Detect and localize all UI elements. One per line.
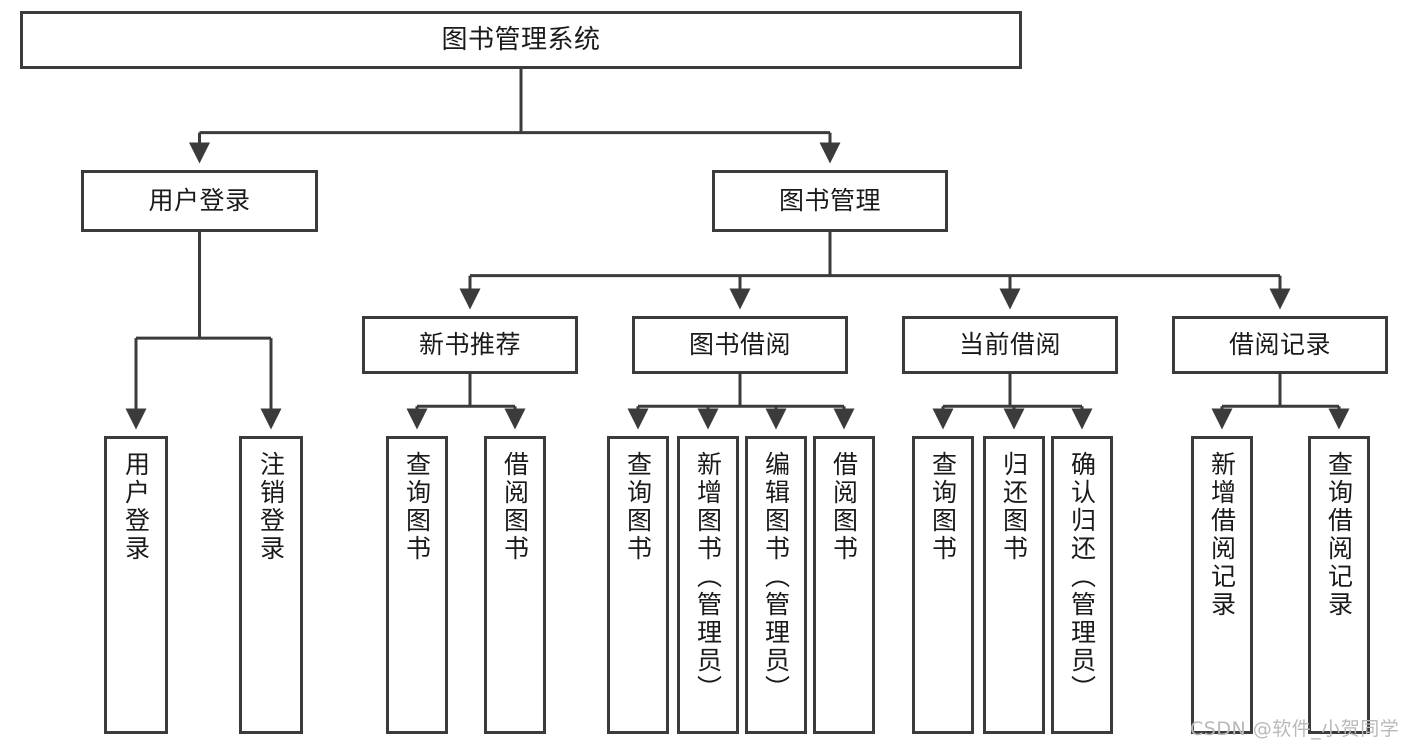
node-leaf-return-book[interactable]: 归还图书 [983,436,1045,734]
node-root-label: 图书管理系统 [441,24,601,55]
node-leaf-edit-book[interactable]: 编辑图书（管理员） [745,436,807,734]
node-leaf-logout-label: 注销登录 [256,451,286,563]
node-leaf-query-book-3-label: 查询图书 [928,451,958,563]
node-leaf-confirm-return[interactable]: 确认归还（管理员） [1051,436,1113,734]
node-leaf-query-book-3[interactable]: 查询图书 [912,436,974,734]
node-new-book-recommendation-label: 新书推荐 [418,330,521,360]
node-leaf-query-book-2-label: 查询图书 [623,451,653,563]
node-leaf-confirm-return-label: 确认归还（管理员） [1067,451,1097,703]
node-book-borrow[interactable]: 图书借阅 [632,316,848,374]
node-leaf-query-borrow-record[interactable]: 查询借阅记录 [1308,436,1370,734]
node-leaf-user-login-label: 用户登录 [121,451,151,563]
node-current-borrow[interactable]: 当前借阅 [902,316,1118,374]
node-book-manage[interactable]: 图书管理 [712,170,948,232]
node-leaf-query-book-2[interactable]: 查询图书 [607,436,669,734]
node-borrow-record[interactable]: 借阅记录 [1172,316,1388,374]
node-leaf-borrow-book-2-label: 借阅图书 [829,451,859,563]
node-leaf-query-book-1-label: 查询图书 [402,451,432,563]
node-current-borrow-label: 当前借阅 [958,330,1061,360]
node-leaf-query-book-1[interactable]: 查询图书 [386,436,448,734]
node-leaf-edit-book-label: 编辑图书（管理员） [761,451,791,703]
node-leaf-borrow-book-2[interactable]: 借阅图书 [813,436,875,734]
node-user-login-label: 用户登录 [148,186,251,216]
node-leaf-add-book-label: 新增图书（管理员） [693,451,723,703]
node-leaf-borrow-book-1[interactable]: 借阅图书 [484,436,546,734]
node-book-manage-label: 图书管理 [778,186,881,216]
node-leaf-query-borrow-record-label: 查询借阅记录 [1324,451,1354,619]
node-leaf-add-borrow-record-label: 新增借阅记录 [1207,451,1237,619]
node-root[interactable]: 图书管理系统 [20,11,1022,69]
node-book-borrow-label: 图书借阅 [688,330,791,360]
node-leaf-add-book[interactable]: 新增图书（管理员） [677,436,739,734]
node-leaf-logout[interactable]: 注销登录 [239,436,303,734]
node-leaf-borrow-book-1-label: 借阅图书 [500,451,530,563]
node-leaf-return-book-label: 归还图书 [999,451,1029,563]
node-new-book-recommendation[interactable]: 新书推荐 [362,316,578,374]
node-leaf-user-login[interactable]: 用户登录 [104,436,168,734]
node-user-login[interactable]: 用户登录 [81,170,318,232]
node-borrow-record-label: 借阅记录 [1228,330,1331,360]
node-leaf-add-borrow-record[interactable]: 新增借阅记录 [1191,436,1253,734]
